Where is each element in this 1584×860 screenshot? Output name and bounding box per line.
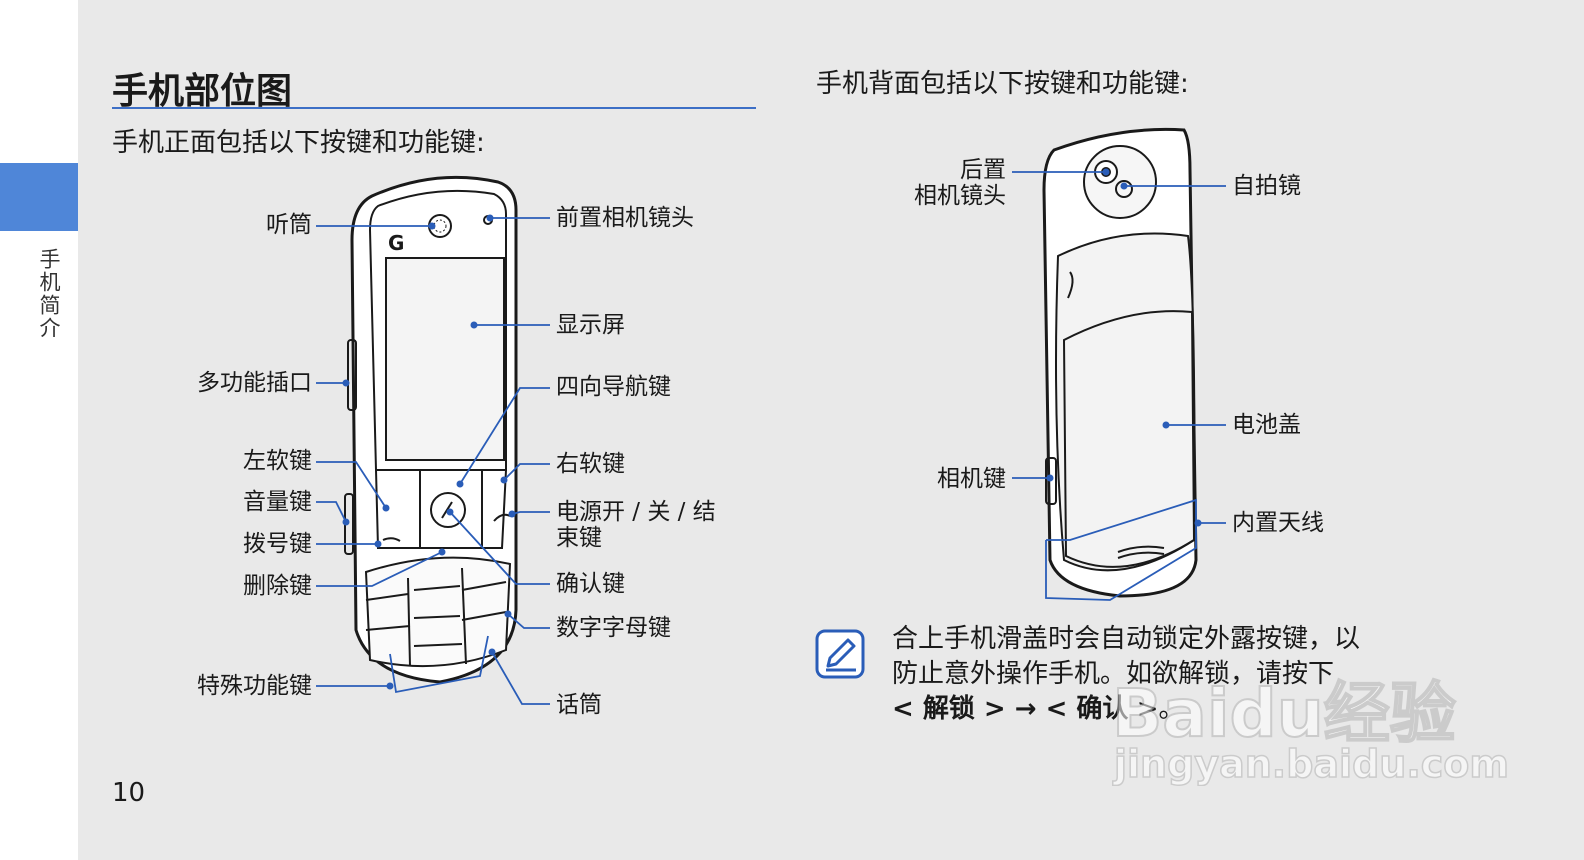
- section-title: 手机部位图: [112, 71, 293, 112]
- label-delete-key: 删除键: [243, 573, 312, 599]
- label-confirm-key: 确认键: [556, 571, 625, 597]
- back-intro-text: 手机背面包括以下按键和功能键:: [816, 69, 1189, 99]
- front-intro-text: 手机正面包括以下按键和功能键:: [112, 128, 485, 158]
- chapter-tab[interactable]: [0, 163, 78, 231]
- svg-text:G: G: [388, 231, 404, 255]
- note-unlock-key: 解锁: [922, 694, 975, 724]
- label-nav-key: 四向导航键: [556, 374, 671, 400]
- front-leader-dots: [342, 214, 516, 690]
- note-bracket-close: >。: [1128, 694, 1185, 724]
- label-self-portrait-mirror: 自拍镜: [1232, 173, 1301, 199]
- page-background: [78, 0, 1584, 860]
- label-dial-key: 拨号键: [243, 531, 312, 557]
- note-bracket-open-1: <: [892, 694, 923, 724]
- side-strip: [0, 0, 78, 860]
- note-text: 合上手机滑盖时会自动锁定外露按键，以 防止意外操作手机。如欲解锁，请按下 < 解…: [892, 622, 1432, 727]
- label-battery-cover: 电池盖: [1232, 412, 1301, 438]
- label-left-soft-key: 左软键: [243, 448, 312, 474]
- label-special-function-keys: 特殊功能键: [197, 673, 312, 699]
- title-underline: [112, 107, 756, 109]
- label-rear-camera-2: 相机镜头: [914, 183, 1006, 209]
- back-leader-lines: [1012, 171, 1226, 601]
- label-microphone: 话筒: [556, 692, 602, 718]
- back-leader-dots: [1046, 168, 1202, 527]
- label-multifunction-jack: 多功能插口: [197, 370, 312, 396]
- note-confirm-key: 确认: [1076, 694, 1129, 724]
- label-rear-camera-1: 后置: [960, 157, 1006, 183]
- front-phone-illustration: G: [344, 175, 518, 684]
- note-arrow: > → <: [974, 694, 1077, 724]
- label-power-end-key-1: 电源开 / 关 / 结: [556, 499, 716, 525]
- label-front-camera: 前置相机镜头: [556, 205, 694, 231]
- label-alphanumeric-keys: 数字字母键: [556, 615, 671, 641]
- label-right-soft-key: 右软键: [556, 451, 625, 477]
- label-volume-key: 音量键: [243, 489, 312, 515]
- baidu-watermark: Baidu经验 jingyan.baidu.com: [1111, 660, 1510, 790]
- label-display: 显示屏: [556, 312, 625, 338]
- chapter-tab-label: 手机简介: [37, 248, 61, 340]
- page-number: 10: [112, 778, 146, 808]
- label-camera-key: 相机键: [937, 466, 1006, 492]
- watermark-logo: Baidu经验: [1111, 674, 1457, 753]
- note-line-2: 防止意外操作手机。如欲解锁，请按下: [892, 659, 1335, 689]
- label-earpiece: 听筒: [266, 212, 312, 238]
- back-phone-illustration: [1042, 127, 1198, 598]
- note-line-3: < 解锁 > → < 确认 >。: [892, 692, 1432, 727]
- label-internal-antenna: 内置天线: [1232, 510, 1324, 536]
- note-line-1: 合上手机滑盖时会自动锁定外露按键，以: [892, 624, 1361, 654]
- watermark-url: jingyan.baidu.com: [1113, 741, 1510, 787]
- note-pencil-icon: [815, 629, 865, 679]
- label-power-end-key-2: 束键: [556, 525, 602, 551]
- front-leader-lines: [316, 217, 550, 705]
